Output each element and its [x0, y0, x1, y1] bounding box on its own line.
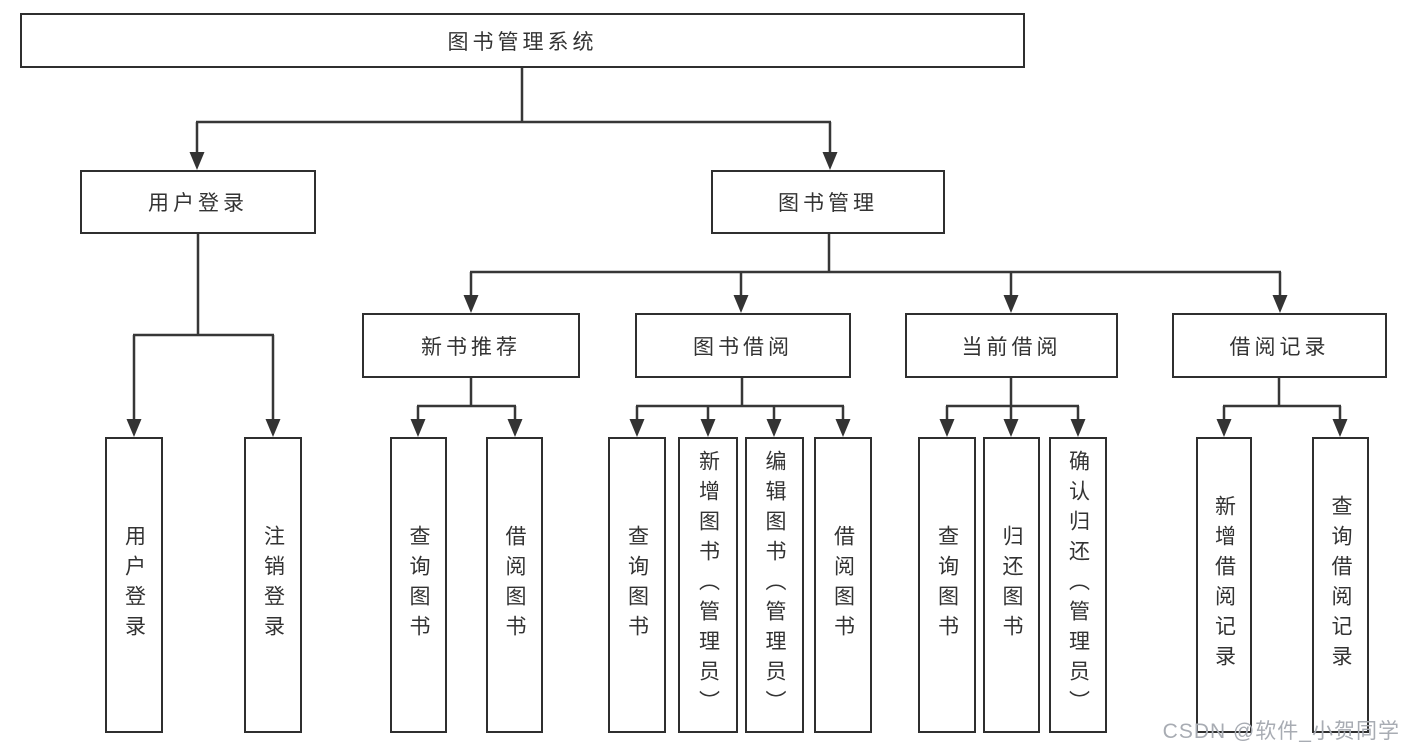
leaf-query-borrow-record-label: 查询借阅记录	[1329, 495, 1352, 675]
node-root: 图书管理系统	[20, 13, 1025, 68]
connector-root-to-level2	[189, 68, 838, 170]
leaf-current-query-books: 查询图书	[918, 437, 976, 733]
node-borrow-records: 借阅记录	[1172, 313, 1387, 378]
node-current-borrow: 当前借阅	[905, 313, 1118, 378]
leaf-user-login-label: 用户登录	[122, 525, 146, 645]
leaf-current-query-books-label: 查询图书	[935, 525, 959, 645]
leaf-borrow-books: 借阅图书	[814, 437, 872, 733]
node-user-login: 用户登录	[80, 170, 316, 234]
node-book-management: 图书管理	[711, 170, 945, 234]
connector-book-management-children	[463, 234, 1288, 313]
leaf-return-books: 归还图书	[983, 437, 1040, 733]
leaf-recommend-query-books-label: 查询图书	[407, 525, 430, 645]
leaf-add-borrow-record-label: 新增借阅记录	[1212, 495, 1236, 675]
leaf-confirm-return-admin: 确认归还（管理员）	[1049, 437, 1107, 733]
leaf-logout: 注销登录	[244, 437, 302, 733]
leaf-return-books-label: 归还图书	[1000, 525, 1023, 645]
leaf-borrow-query-books-label: 查询图书	[625, 525, 649, 645]
watermark-text: CSDN @软件_小贺同学	[1162, 720, 1400, 743]
leaf-edit-books-admin: 编辑图书（管理员）	[745, 437, 804, 733]
leaf-add-borrow-record: 新增借阅记录	[1196, 437, 1252, 733]
node-book-management-label: 图书管理	[778, 192, 878, 215]
leaf-query-borrow-record: 查询借阅记录	[1312, 437, 1369, 733]
node-user-login-label: 用户登录	[148, 192, 248, 215]
connector-current-borrow-children	[939, 378, 1086, 437]
connector-borrow-records-children	[1216, 378, 1348, 437]
leaf-confirm-return-admin-label: 确认归还（管理员）	[1066, 450, 1090, 720]
connector-book-borrow-children	[629, 378, 851, 437]
leaf-logout-label: 注销登录	[261, 525, 285, 645]
node-borrow-records-label: 借阅记录	[1229, 335, 1330, 359]
node-new-book-recommend-label: 新书推荐	[421, 335, 521, 359]
leaf-add-books-admin: 新增图书（管理员）	[678, 437, 738, 733]
leaf-edit-books-admin-label: 编辑图书（管理员）	[763, 450, 786, 720]
connector-new-book-recommend-children	[410, 378, 523, 437]
leaf-recommend-borrow-books: 借阅图书	[486, 437, 543, 733]
leaf-user-login: 用户登录	[105, 437, 163, 733]
leaf-recommend-query-books: 查询图书	[390, 437, 447, 733]
connector-user-login-children	[126, 234, 281, 437]
leaf-recommend-borrow-books-label: 借阅图书	[503, 525, 526, 645]
leaf-add-books-admin-label: 新增图书（管理员）	[696, 450, 720, 720]
leaf-borrow-query-books: 查询图书	[608, 437, 666, 733]
node-book-borrow: 图书借阅	[635, 313, 851, 378]
leaf-borrow-books-label: 借阅图书	[831, 525, 855, 645]
node-current-borrow-label: 当前借阅	[961, 335, 1062, 359]
node-book-borrow-label: 图书借阅	[693, 335, 793, 359]
node-root-label: 图书管理系统	[447, 30, 598, 54]
node-new-book-recommend: 新书推荐	[362, 313, 580, 378]
